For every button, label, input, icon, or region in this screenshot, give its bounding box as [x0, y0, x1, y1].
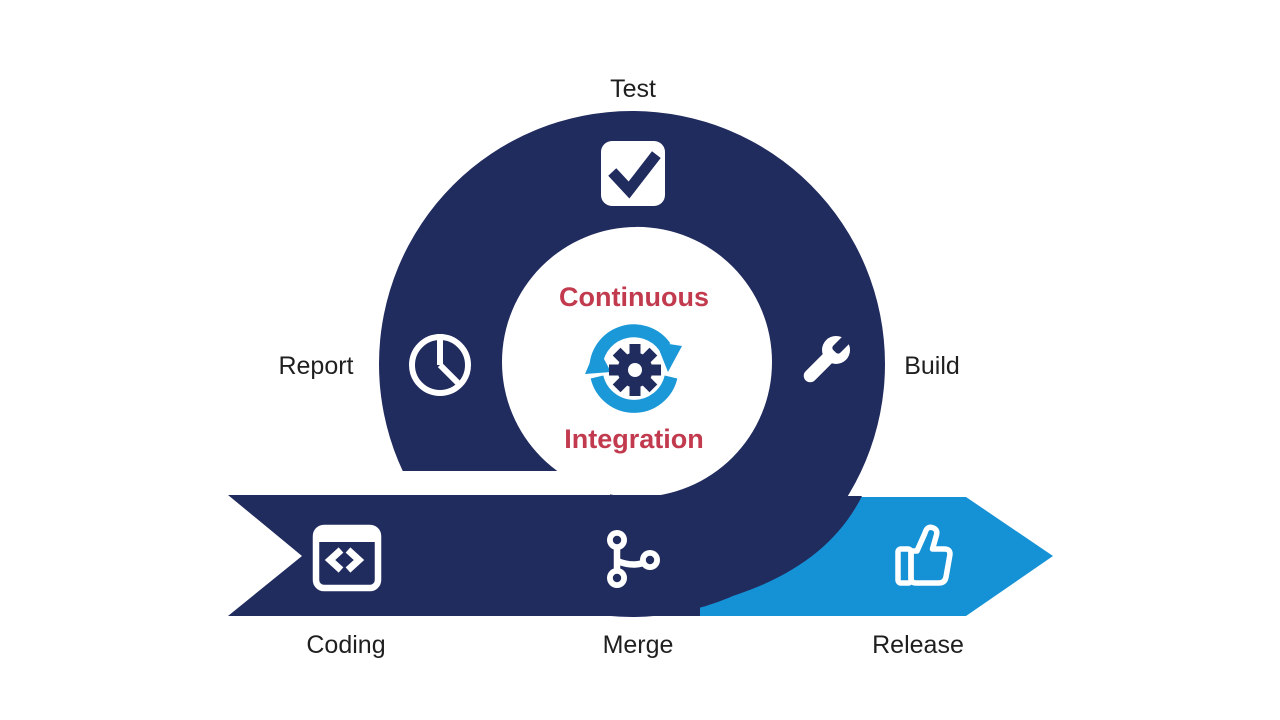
pipeline-band	[228, 495, 700, 616]
stage-label-release: Release	[872, 631, 964, 659]
stage-label-coding: Coding	[306, 631, 385, 659]
sync-arrows-icon	[585, 324, 682, 413]
pie-chart-icon	[409, 334, 471, 396]
stage-label-report: Report	[278, 352, 353, 380]
sync-gear-icon	[585, 324, 682, 413]
ring-gap	[398, 471, 610, 497]
stage-label-merge: Merge	[603, 631, 674, 659]
code-window-icon	[312, 524, 382, 592]
wrench-icon	[803, 333, 853, 383]
center-title-line2: Integration	[564, 424, 704, 454]
stage-label-test: Test	[610, 75, 656, 103]
git-merge-icon	[607, 530, 660, 588]
center-title-line1: Continuous	[559, 282, 709, 312]
checkmark-icon	[601, 141, 665, 206]
thumbs-up-icon	[895, 524, 953, 586]
gear-icon	[609, 344, 661, 396]
stage-label-build: Build	[904, 352, 960, 380]
